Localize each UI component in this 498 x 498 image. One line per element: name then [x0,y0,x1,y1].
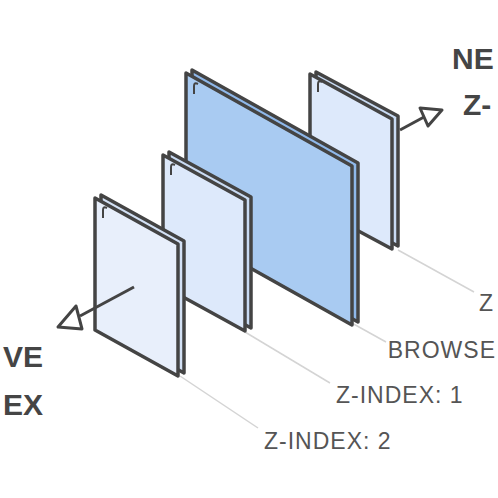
axis-label: Z- [463,90,491,120]
layer-label: Z [479,292,494,315]
axis-arrow [400,108,442,130]
axis-label: NE [452,44,494,74]
layer-label: Z-INDEX: 2 [264,430,392,453]
axis-arrow [58,287,134,329]
axis-label: EX [3,390,43,420]
z2-card [95,195,184,376]
axis-label: VE [3,342,43,372]
layer-label: Z-INDEX: 1 [336,384,464,407]
layer-label: BROWSE [388,339,496,362]
